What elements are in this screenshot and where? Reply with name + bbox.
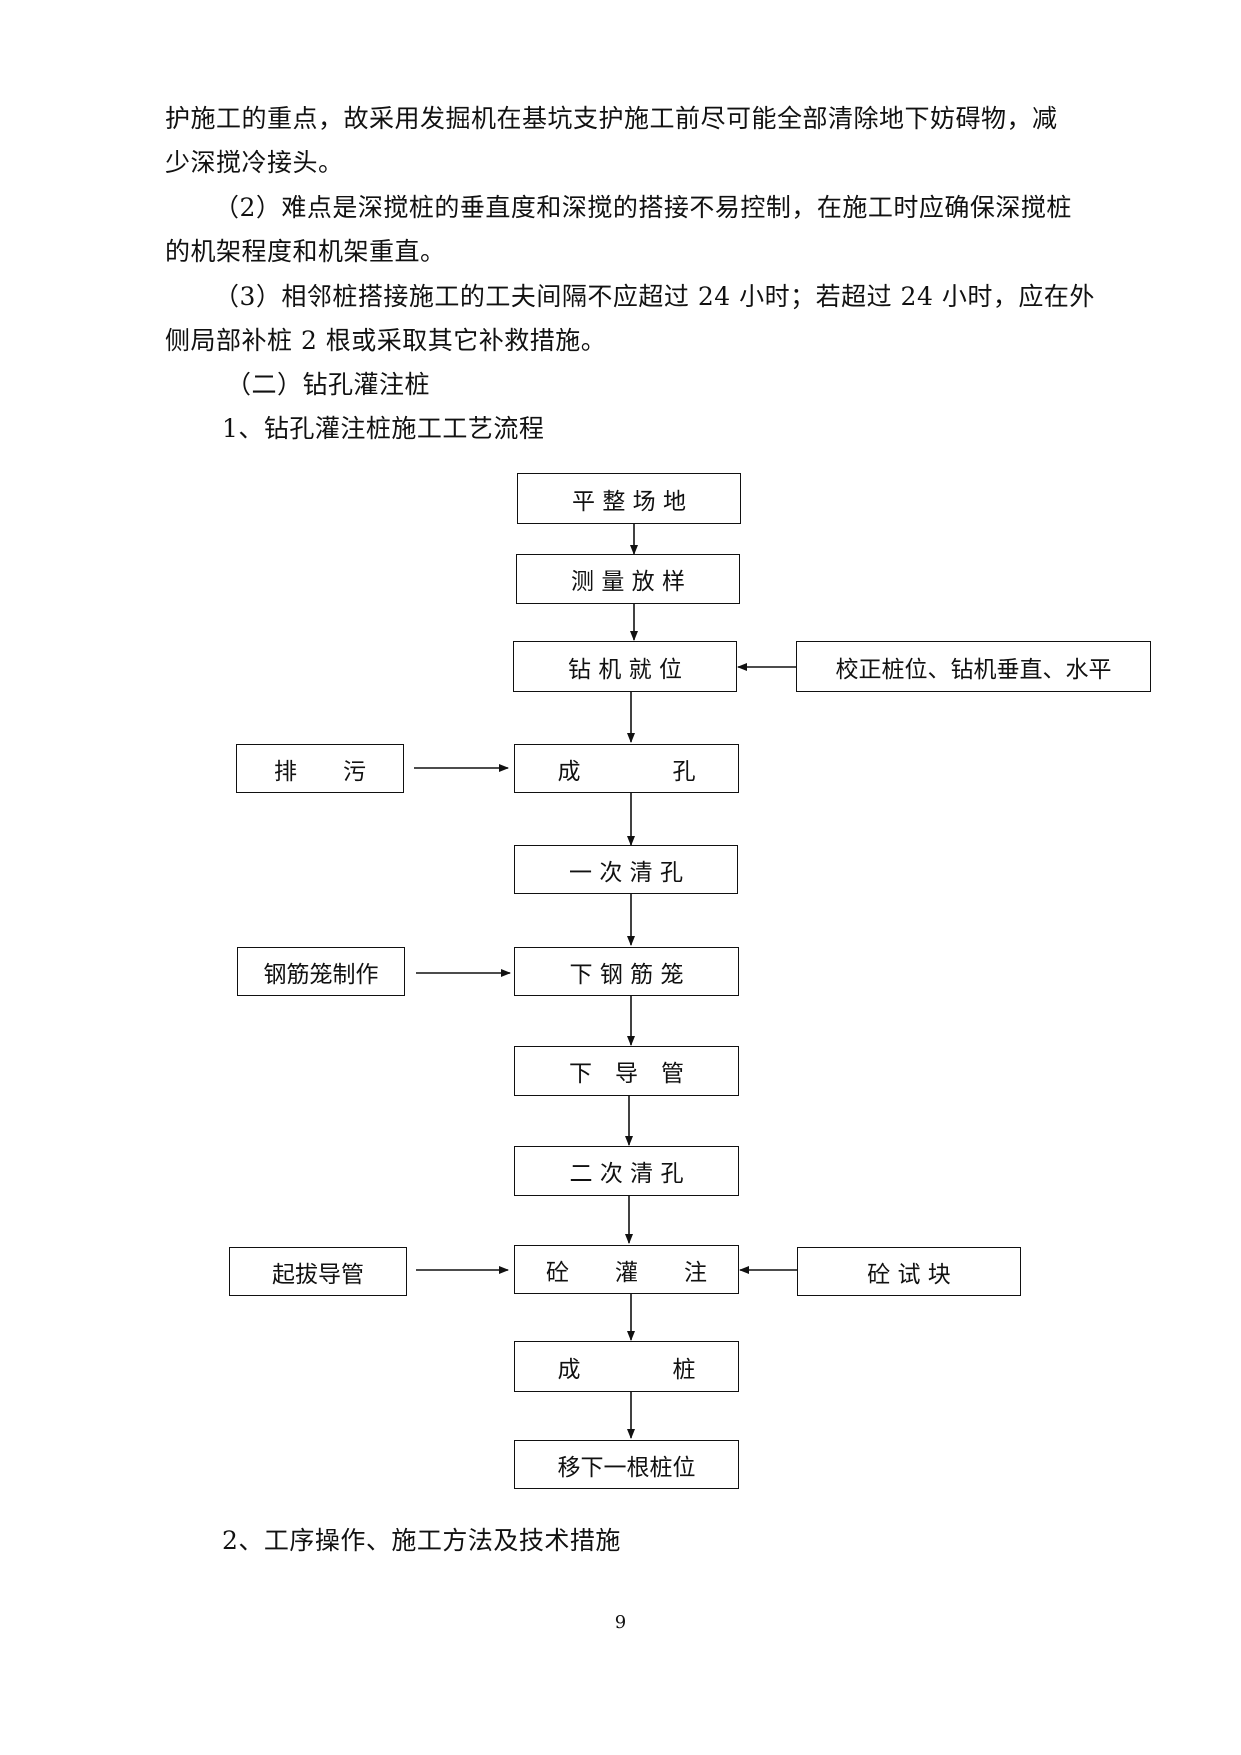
side-box-pull-pipe: 起拔导管 (229, 1247, 407, 1296)
flow-step-box: 下 导 管 (514, 1046, 739, 1096)
flow-step-box: 测 量 放 样 (516, 554, 740, 604)
side-box-calibration: 校正桩位、钻机垂直、水平 (796, 641, 1151, 692)
flow-step-box: 成 孔 (514, 744, 739, 793)
paragraph-line: （2）难点是深搅桩的垂直度和深搅的搭接不易控制，在施工时应确保深搅桩 (214, 193, 1072, 222)
subsection-heading: 2、工序操作、施工方法及技术措施 (222, 1526, 621, 1555)
flow-step-box: 平 整 场 地 (517, 473, 741, 524)
paragraph-line: （3）相邻桩搭接施工的工夫间隔不应超过 24 小时；若超过 24 小时，应在外 (214, 282, 1095, 311)
paragraph-line: 护施工的重点，故采用发掘机在基坑支护施工前尽可能全部清除地下妨碍物，减 (165, 104, 1058, 133)
flow-step-box: 下 钢 筋 笼 (514, 947, 739, 996)
flow-step-box: 一 次 清 孔 (514, 845, 738, 894)
page-number: 9 (614, 1612, 627, 1633)
paragraph-line: 的机架程度和机架重直。 (165, 237, 446, 266)
section-heading: （二）钻孔灌注桩 (226, 370, 431, 399)
side-box-concrete-sample: 砼 试 块 (797, 1247, 1021, 1296)
flow-step-box: 砼 灌 注 (514, 1245, 739, 1294)
subsection-heading: 1、钻孔灌注桩施工工艺流程 (222, 414, 545, 443)
flow-step-box: 成 桩 (514, 1341, 739, 1392)
paragraph-line: 侧局部补桩 2 根或采取其它补救措施。 (165, 326, 607, 355)
paragraph-line: 少深搅冷接头。 (165, 148, 344, 177)
flow-step-box: 移下一根桩位 (514, 1440, 739, 1489)
side-box-drainage: 排 污 (236, 744, 404, 793)
flow-step-box: 钻 机 就 位 (513, 641, 737, 692)
side-box-cage-making: 钢筋笼制作 (237, 947, 405, 996)
flow-step-box: 二 次 清 孔 (514, 1146, 739, 1196)
